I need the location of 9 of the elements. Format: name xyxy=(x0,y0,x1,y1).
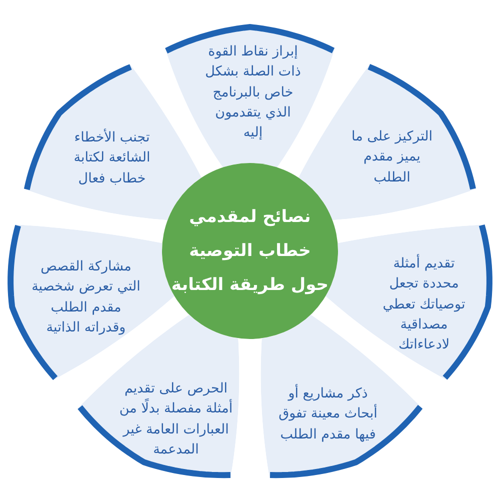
tip-text: إبراز نقاط القوة ذات الصلة بشكل خاص بالبرنامج الذي يتقدمون إليه xyxy=(204,42,302,142)
tip-text: ذكر مشاريع أو أبحاث معينة تفوق فيها مقدم الطلب xyxy=(278,384,378,444)
center-title: نصائح لمقدمي خطاب التوصية حول طريقة الكتابة xyxy=(170,206,330,297)
tip-text: مشاركة القصص التي تعرض شخصية مقدم الطلب وقدراته الذاتية xyxy=(30,258,142,338)
tip-text: الحرص على تقديم أمثلة مفصلة بدلًا من العبارات العامة غير المدعمة xyxy=(119,380,233,460)
tip-text: تقديم أمثلة محددة تجعل توصياتك تعطي مصداقية لادعاءاتك xyxy=(382,253,466,354)
tip-text: تجنب الأخطاء الشائعة لكتابة خطاب فعال xyxy=(72,128,152,188)
petal-shape xyxy=(164,23,336,169)
tip-text: التركيز على ما يميز مقدم الطلب xyxy=(350,128,434,188)
